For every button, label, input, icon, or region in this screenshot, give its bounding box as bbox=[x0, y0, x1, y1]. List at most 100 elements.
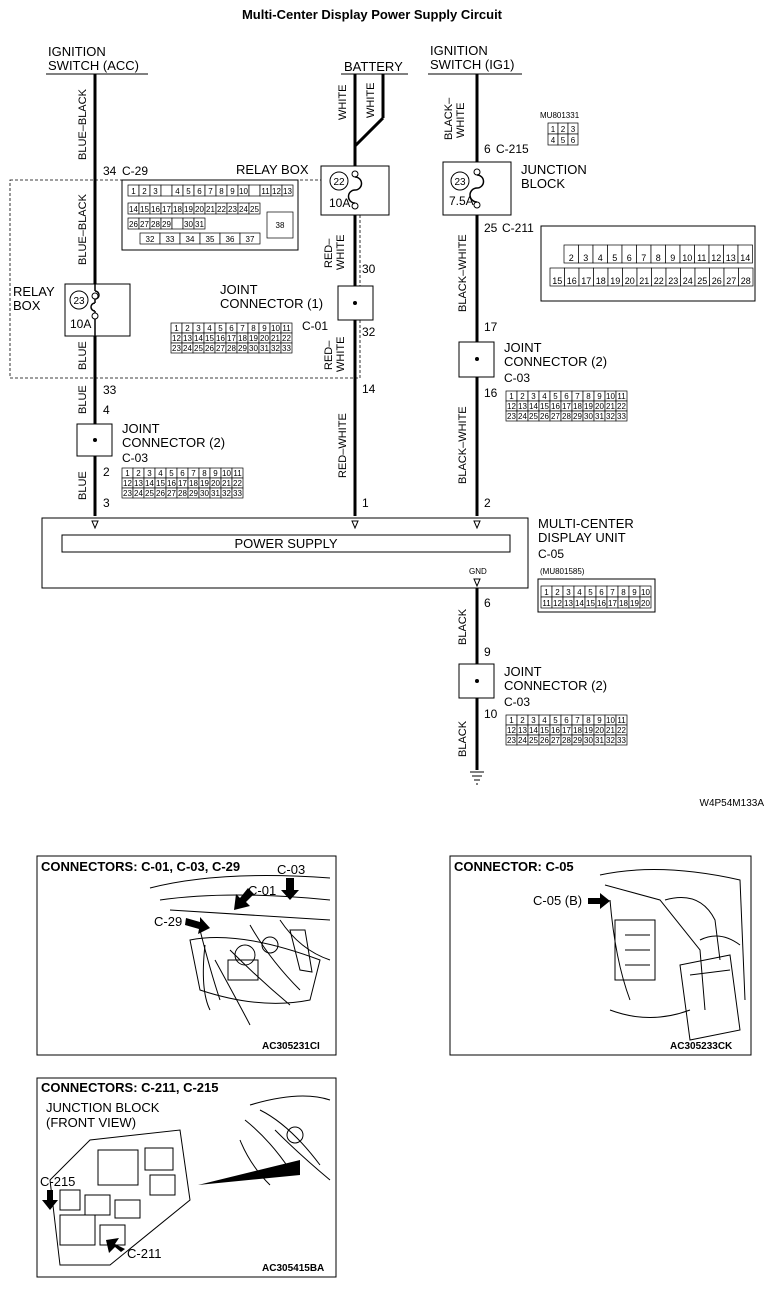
pin-cell-label: 8 bbox=[219, 187, 224, 196]
wire-label-blue-black-1: BLUE–BLACK bbox=[77, 88, 89, 160]
pin-cell-label: 13 bbox=[518, 726, 527, 735]
pin-cell-label: 30 bbox=[584, 736, 593, 745]
wire-label-blue-3: BLUE bbox=[77, 471, 89, 500]
pin-cell-label: 10 bbox=[222, 469, 231, 478]
pin-cell-label: 9 bbox=[262, 324, 267, 333]
pin-cell-label: 15 bbox=[205, 334, 214, 343]
diagram-title: Multi-Center Display Power Supply Circui… bbox=[242, 7, 503, 22]
jb-label-2: BLOCK bbox=[521, 176, 565, 191]
pin-cell-label: 32 bbox=[146, 235, 155, 244]
photo-1-code: AC305231CI bbox=[262, 1041, 320, 1052]
pin-cell-label: 4 bbox=[158, 469, 163, 478]
pin-cell-label: 26 bbox=[540, 412, 549, 421]
pin-cell-label: 6 bbox=[197, 187, 202, 196]
pin-cell-label: 17 bbox=[162, 205, 171, 214]
pin-34: 34 bbox=[103, 164, 117, 178]
pin-1: 1 bbox=[362, 496, 369, 510]
jc2-right-connector: C-03 bbox=[504, 371, 530, 385]
pin-cell bbox=[193, 217, 206, 230]
pin-cell-label: 36 bbox=[226, 235, 235, 244]
pin-cell bbox=[615, 410, 628, 422]
pin-cell-label: 15 bbox=[586, 599, 595, 608]
power-supply-block bbox=[61, 534, 511, 553]
pin-cell-label: 28 bbox=[178, 489, 187, 498]
pin-cell-label: 2 bbox=[520, 716, 525, 725]
wire-label-black-white-top-a: BLACK– bbox=[443, 97, 455, 140]
pin-cell-label: 21 bbox=[222, 479, 231, 488]
pin-cell-label: 11 bbox=[261, 187, 270, 196]
pin-cell-label: 8 bbox=[251, 324, 256, 333]
pin-cell bbox=[248, 202, 261, 215]
unit-label-1: MULTI-CENTER bbox=[538, 516, 634, 531]
pin-cell-label: 17 bbox=[581, 276, 591, 286]
pin-cell-label: 2 bbox=[142, 187, 147, 196]
pin-cell-label: 2 bbox=[185, 324, 190, 333]
pin-cell-label: 4 bbox=[577, 588, 582, 597]
pin-cell-label: 9 bbox=[213, 469, 218, 478]
pin-cell-label: 18 bbox=[189, 479, 198, 488]
pin-cell-label: 33 bbox=[617, 736, 626, 745]
callout-c03: C-03 bbox=[277, 862, 305, 877]
pin-cell-label: 4 bbox=[542, 392, 547, 401]
pin-cell-label: 26 bbox=[156, 489, 165, 498]
pin-cell bbox=[615, 734, 628, 746]
pin-cell bbox=[231, 487, 244, 499]
relay-box-left-label-2: BOX bbox=[13, 298, 41, 313]
pin-cell bbox=[280, 342, 293, 354]
pin-cell-label: 22 bbox=[617, 402, 626, 411]
pin-cell-label: 12 bbox=[172, 334, 181, 343]
photo-2-arrows bbox=[588, 893, 610, 909]
pin-cell-label: 23 bbox=[123, 489, 132, 498]
battery-label: BATTERY bbox=[344, 59, 403, 74]
pin-cell-label: 7 bbox=[191, 469, 196, 478]
pin-cell-label: 8 bbox=[202, 469, 207, 478]
jc2-gnd-connector: C-03 bbox=[504, 695, 530, 709]
pin-cell-label: 5 bbox=[612, 253, 617, 263]
battery-fuse-number: 22 bbox=[333, 177, 345, 188]
callout-c29: C-29 bbox=[154, 914, 182, 929]
pin-cell-label: 2 bbox=[136, 469, 141, 478]
pin-cell-label: 33 bbox=[282, 344, 291, 353]
wire-label-black-white-1: BLACK–WHITE bbox=[457, 234, 469, 312]
wire-label-red-white-2b: WHITE bbox=[335, 337, 347, 372]
ign-ig1-label-1: IGNITION bbox=[430, 43, 488, 58]
pin-cell-label: 22 bbox=[217, 205, 226, 214]
pin-cell-label: 2 bbox=[561, 125, 566, 134]
pin-cell-label: 24 bbox=[239, 205, 248, 214]
ground-symbol bbox=[470, 771, 484, 785]
pin-cell-label: 30 bbox=[200, 489, 209, 498]
pin-cell-label: 22 bbox=[617, 726, 626, 735]
pin-cell-label: 7 bbox=[575, 392, 580, 401]
wire-label-red-white-2a: RED– bbox=[323, 340, 335, 370]
pin-cell-label: 27 bbox=[216, 344, 225, 353]
pin-cell-label: 20 bbox=[625, 276, 635, 286]
pin-cell-label: 15 bbox=[540, 726, 549, 735]
wire-label-black-2: BLACK bbox=[457, 720, 469, 757]
pin-cell-label: 15 bbox=[552, 276, 562, 286]
pin-cell-label: 4 bbox=[207, 324, 212, 333]
pin-cell-label: 22 bbox=[282, 334, 291, 343]
photo-1-arrows bbox=[185, 878, 299, 934]
pin-cell-label: 6 bbox=[564, 716, 569, 725]
pin-cell-label: 17 bbox=[562, 726, 571, 735]
pin-cell bbox=[266, 211, 294, 239]
pin-cell-label: 30 bbox=[184, 220, 193, 229]
relay-fuse-rating: 10A bbox=[70, 317, 91, 331]
pin-cell-label: 24 bbox=[183, 344, 192, 353]
wire-label-white-2: WHITE bbox=[365, 83, 377, 118]
pin-cell-label: 10 bbox=[682, 253, 692, 263]
pin-cell-label: 10 bbox=[641, 588, 650, 597]
jc2-right-label-2: CONNECTOR (2) bbox=[504, 354, 607, 369]
pin-cell-label: 31 bbox=[260, 344, 269, 353]
pin-cell-label: 7 bbox=[610, 588, 615, 597]
relay-box-top-label: RELAY BOX bbox=[236, 162, 309, 177]
pin-cell-label: 14 bbox=[145, 479, 154, 488]
pin-cell-label: 28 bbox=[151, 220, 160, 229]
pin-6-gnd: 6 bbox=[484, 596, 491, 610]
pin-cell-label: 19 bbox=[584, 726, 593, 735]
pin-cell-label: 12 bbox=[507, 402, 516, 411]
pin-cell-label: 20 bbox=[641, 599, 650, 608]
diagram-code: W4P54M133A bbox=[700, 798, 765, 809]
pin-cell-label: 28 bbox=[741, 276, 751, 286]
pin-cell-label: 13 bbox=[564, 599, 573, 608]
